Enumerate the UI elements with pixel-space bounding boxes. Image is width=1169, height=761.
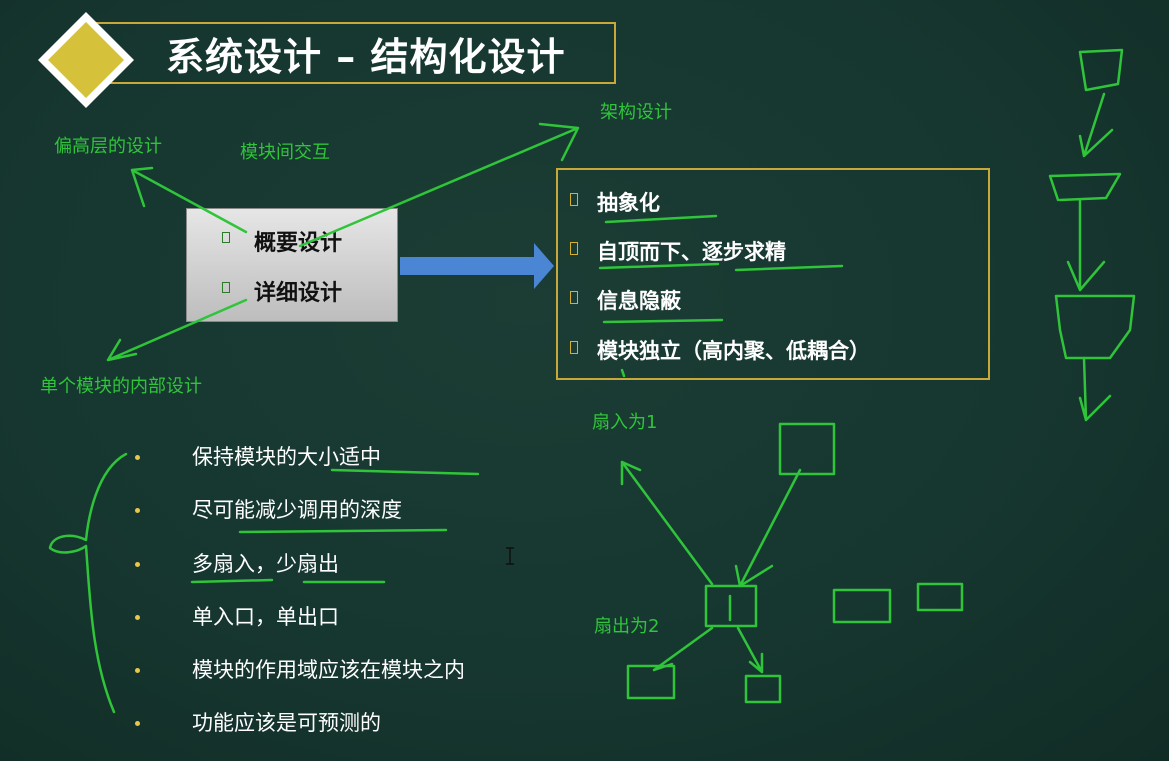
- ink-brace: [48, 452, 128, 714]
- ink-underline: [604, 214, 718, 224]
- ink-chain: [1078, 92, 1114, 158]
- label-architecture: 架构设计: [600, 102, 672, 123]
- label-internal-design: 单个模块的内部设计: [40, 376, 202, 397]
- bullet-dot: [135, 508, 140, 513]
- text-cursor-icon: [506, 547, 514, 565]
- principles-box: [556, 168, 990, 380]
- bullet-dot: [135, 562, 140, 567]
- ink-arrow: [620, 460, 714, 586]
- ink-arrow: [298, 122, 580, 248]
- label-fan-out: 扇出为2: [594, 616, 660, 637]
- guideline-item: 模块的作用域应该在模块之内: [192, 658, 465, 682]
- guideline-item: 保持模块的大小适中: [192, 445, 381, 469]
- label-module-interaction: 模块间交互: [240, 142, 330, 163]
- bullet-icon: [570, 291, 578, 304]
- module-box: [916, 582, 964, 612]
- ink-chain: [1078, 356, 1112, 422]
- page-title: 系统设计 – 结构化设计: [166, 35, 566, 79]
- ink-arrow: [130, 166, 248, 234]
- ink-underline: [602, 318, 724, 324]
- design-phases-box: [186, 208, 398, 322]
- item-detailed-design: 详细设计: [254, 281, 343, 306]
- ink-underline: [238, 528, 448, 534]
- ink-underline: [190, 578, 386, 584]
- principle-module-independence: 模块独立（高内聚、低耦合）: [597, 339, 870, 363]
- ink-chain: [1078, 48, 1124, 92]
- ink-chain: [1066, 198, 1106, 292]
- bullet-icon: [570, 242, 578, 255]
- ink-chain: [1054, 294, 1136, 360]
- bullet-dot: [135, 668, 140, 673]
- diamond-icon: [38, 12, 134, 108]
- bullet-icon: [222, 282, 230, 293]
- ink-arrow: [736, 626, 764, 674]
- bullet-dot: [135, 721, 140, 726]
- ink-arrow: [106, 298, 248, 362]
- bullet-dot: [135, 455, 140, 460]
- label-fan-in: 扇入为1: [592, 412, 658, 433]
- principle-top-down: 自顶而下、逐步求精: [597, 240, 786, 264]
- bullet-icon: [570, 193, 578, 206]
- principle-info-hiding: 信息隐蔽: [597, 289, 681, 313]
- ink-underline: [330, 468, 480, 476]
- guideline-item: 功能应该是可预测的: [192, 711, 381, 735]
- ink-mark: [620, 368, 626, 378]
- ink-chain: [1048, 172, 1122, 202]
- ink-underline: [598, 262, 844, 272]
- ink-arrow: [652, 626, 714, 672]
- module-box: [626, 664, 676, 700]
- bullet-icon: [570, 341, 578, 354]
- bullet-dot: [135, 615, 140, 620]
- arrow-right-icon: [400, 243, 554, 289]
- guideline-item: 多扇入，少扇出: [192, 552, 339, 576]
- guideline-item: 单入口，单出口: [192, 605, 339, 629]
- module-box: [744, 674, 782, 704]
- module-box: [704, 584, 758, 628]
- ink-arrow: [734, 468, 802, 588]
- module-box: [778, 422, 836, 476]
- guideline-item: 尽可能减少调用的深度: [192, 498, 402, 522]
- principle-abstraction: 抽象化: [597, 191, 660, 215]
- label-high-level: 偏高层的设计: [54, 136, 162, 157]
- bullet-icon: [222, 232, 230, 243]
- module-box: [832, 588, 892, 624]
